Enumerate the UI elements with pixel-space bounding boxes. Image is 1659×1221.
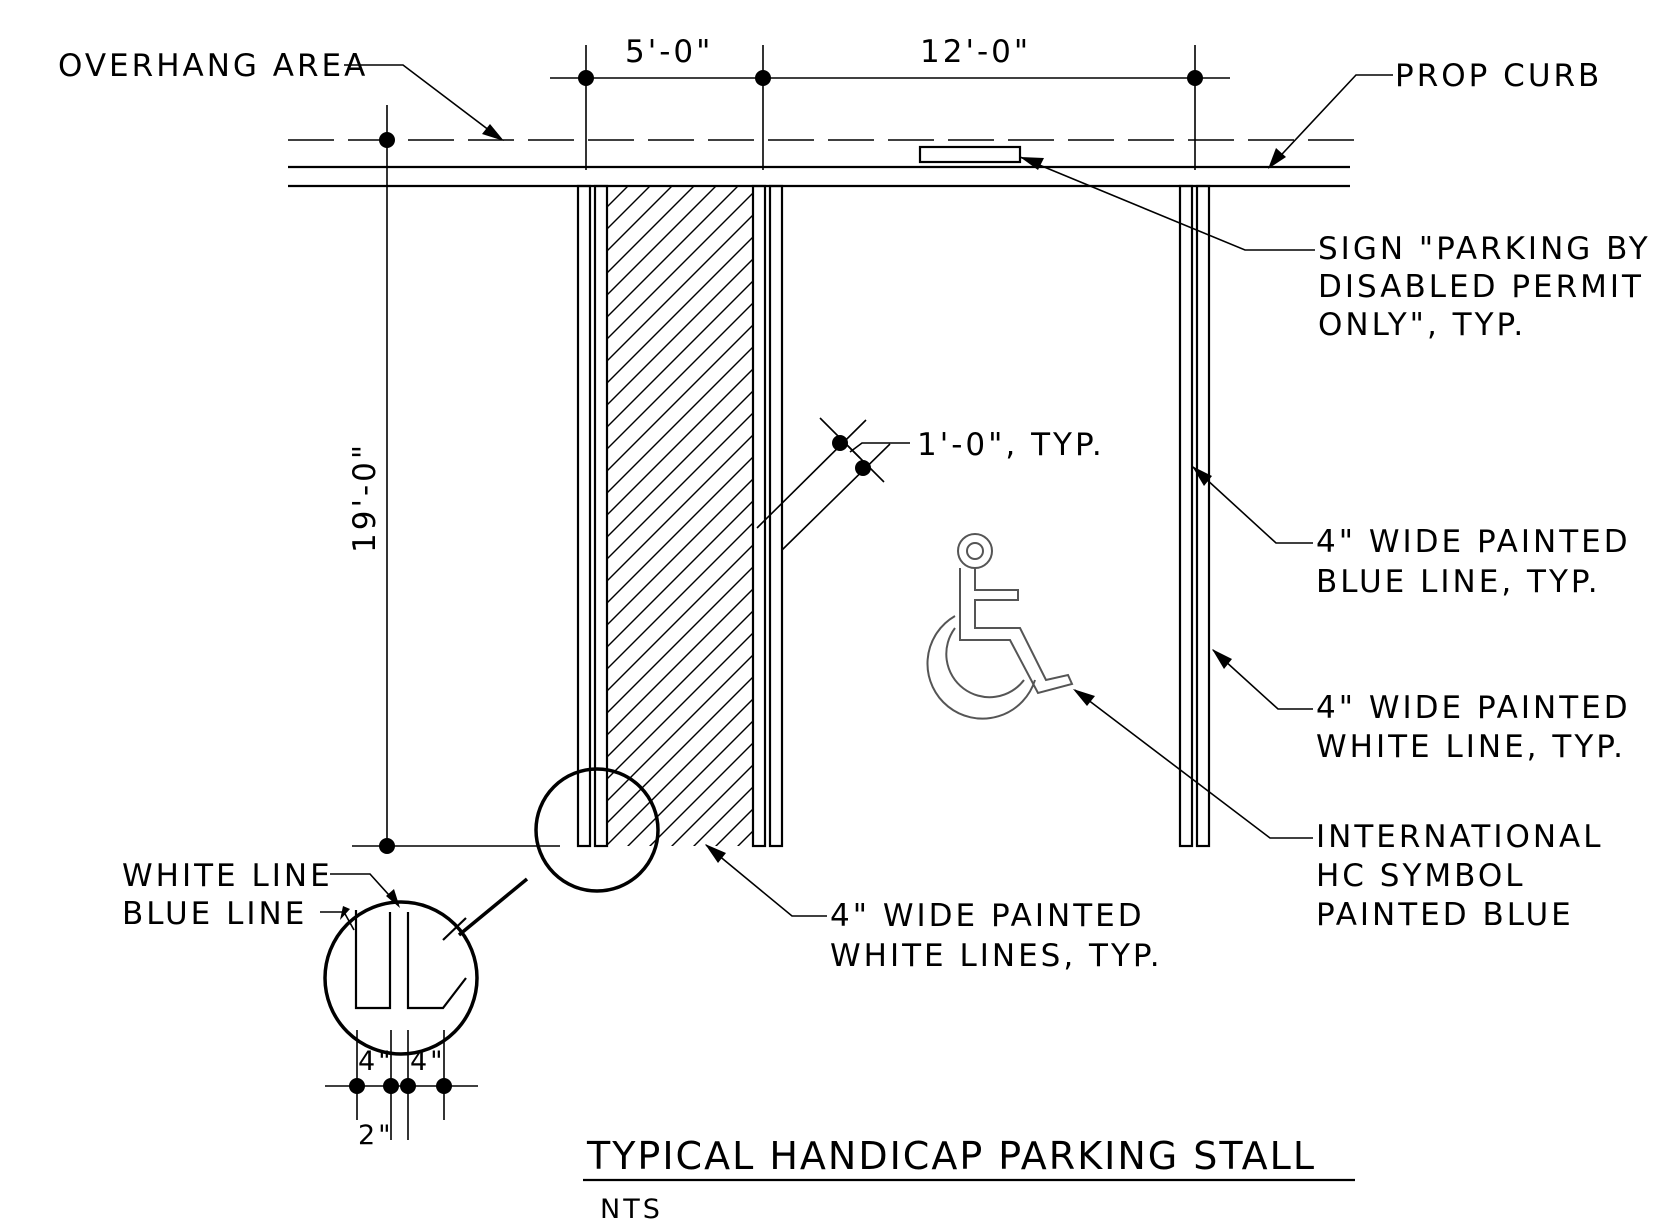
spacing-dimension	[756, 417, 910, 551]
hatch-line	[607, 610, 753, 758]
curb-lines	[288, 139, 1355, 188]
hatch-line	[607, 185, 740, 318]
length-dimension	[352, 105, 560, 854]
hatch-line	[607, 302, 753, 450]
hatch-line	[607, 875, 753, 1021]
hatch-line	[607, 324, 753, 472]
hatch-line	[607, 214, 753, 362]
hatch-line	[607, 566, 753, 714]
hatch-line	[607, 478, 753, 626]
white-lines-label-2: WHITE LINES, TYP.	[830, 938, 1163, 974]
symbol-label-3: PAINTED BLUE	[1316, 897, 1574, 933]
top-dimension	[550, 45, 1230, 170]
hatch-line	[607, 522, 753, 670]
hatch-line	[607, 698, 753, 846]
detail-line-1-dim: 4"	[358, 1046, 394, 1077]
white-lines-label-1: 4" WIDE PAINTED	[830, 898, 1145, 934]
hatch-line	[607, 897, 753, 1043]
hatch-line	[737, 830, 753, 846]
stall-width-dimension: 12'-0"	[920, 34, 1031, 70]
hatch-line	[607, 632, 753, 780]
symbol-label-2: HC SYMBOL	[1316, 858, 1526, 894]
hatch-line	[715, 808, 753, 846]
white-line-label-1: 4" WIDE PAINTED	[1316, 690, 1631, 726]
aisle-width-dimension: 5'-0"	[625, 34, 713, 70]
hatch-line	[607, 434, 753, 582]
detail-white-line-label: WHITE LINE	[122, 858, 333, 894]
hatch-line	[607, 853, 753, 999]
hatch-line	[607, 192, 753, 340]
hatch-line	[607, 676, 753, 824]
hatch-line	[649, 742, 753, 846]
stall-length-dimension: 19'-0"	[347, 442, 383, 553]
white-line-label-2: WHITE LINE, TYP.	[1316, 729, 1626, 765]
hatch-line	[607, 544, 753, 692]
hatch-line	[607, 258, 753, 406]
hatch-line	[671, 764, 753, 846]
aisle-hatch	[607, 185, 753, 1131]
hatch-line	[607, 654, 753, 802]
hatch-line	[607, 588, 753, 736]
hatch-line	[607, 346, 753, 494]
hatch-line	[607, 941, 753, 1087]
drawing-subtitle: NTS	[600, 1194, 663, 1221]
hatch-line	[607, 185, 674, 252]
symbol-label-1: INTERNATIONAL	[1316, 819, 1604, 855]
sign-label-line-2: DISABLED PERMIT	[1318, 269, 1644, 305]
hatch-line	[607, 368, 753, 516]
stall-stripes-right	[1178, 184, 1211, 848]
detail-gap-dim: 2"	[358, 1120, 394, 1151]
prop-curb-label: PROP CURB	[1395, 58, 1602, 94]
blue-line-label-2: BLUE LINE, TYP.	[1316, 564, 1601, 600]
sign-label-line-1: SIGN "PARKING BY	[1318, 231, 1651, 267]
hatch-line	[607, 390, 753, 538]
blue-line-label-1: 4" WIDE PAINTED	[1316, 524, 1631, 560]
hatch-line	[607, 985, 753, 1131]
hatch-line	[607, 963, 753, 1109]
sign-label-line-3: ONLY", TYP.	[1318, 307, 1526, 343]
drawing-title: TYPICAL HANDICAP PARKING STALL	[586, 1134, 1316, 1178]
sign-plate	[918, 145, 1022, 164]
hatch-line	[607, 280, 753, 428]
detail-callout	[320, 767, 660, 1140]
accessibility-symbol-icon	[926, 533, 1074, 720]
hatch-line	[607, 456, 753, 604]
spacing-label: 1'-0", TYP.	[917, 427, 1105, 463]
detail-blue-line-label: BLUE LINE	[122, 896, 307, 932]
hatch-line	[607, 185, 696, 274]
hatch-line	[607, 236, 753, 384]
hatch-line	[693, 786, 753, 846]
leader-lines	[344, 64, 1393, 917]
hatch-line	[627, 720, 753, 846]
hatch-line	[607, 919, 753, 1065]
hatch-line	[607, 185, 718, 296]
hatch-line	[607, 500, 753, 648]
hatch-line	[607, 185, 652, 230]
detail-line-2-dim: 4"	[410, 1046, 446, 1077]
aisle-stripes	[576, 184, 784, 848]
hatch-line	[607, 412, 753, 560]
overhang-label: OVERHANG AREA	[58, 48, 368, 84]
